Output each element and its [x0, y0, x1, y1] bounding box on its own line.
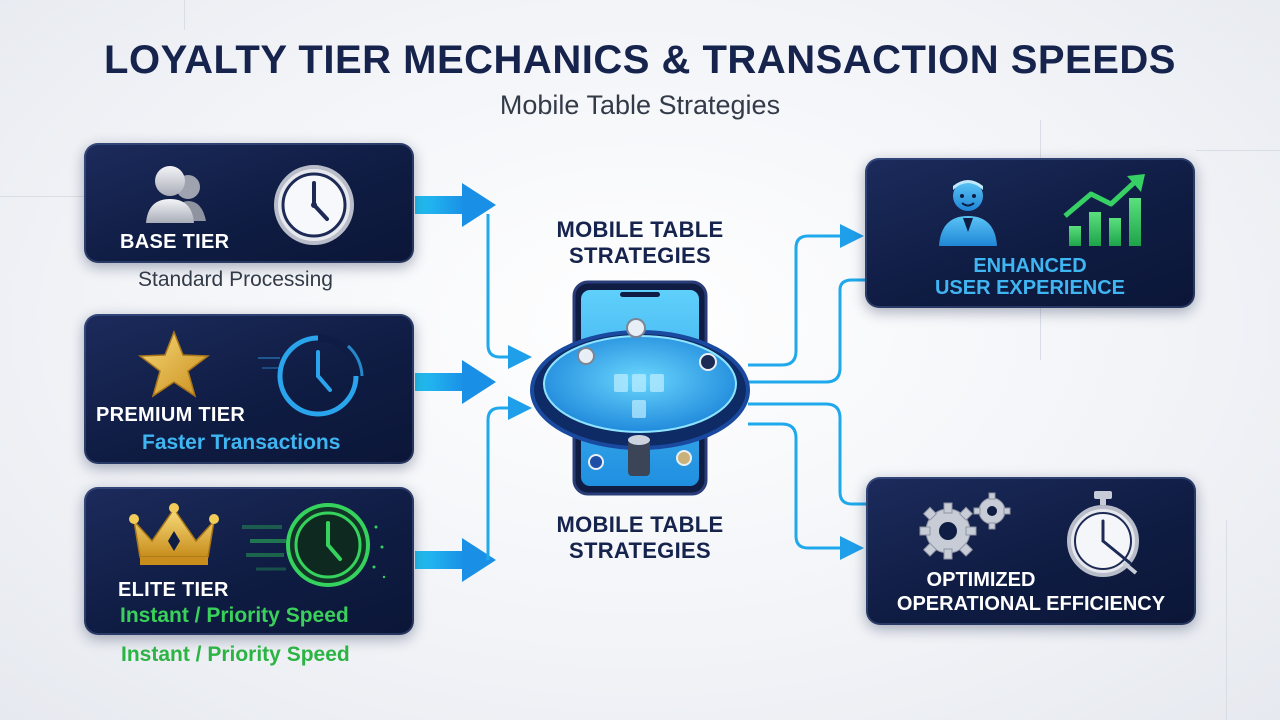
user-icon [146, 166, 206, 223]
base-tier-card: BASE TIER [84, 143, 414, 263]
background-line [0, 196, 84, 197]
center-label-bottom: MOBILE TABLE STRATEGIES [556, 512, 724, 563]
growth-chart-icon [1063, 174, 1145, 246]
center-to-enhanced-line-2 [748, 278, 866, 384]
premium-tier-label: PREMIUM TIER [96, 404, 246, 426]
center-to-enhanced-line [748, 224, 864, 367]
gears-icon [919, 492, 1011, 560]
clock-icon [274, 165, 354, 245]
star-icon [138, 330, 210, 398]
background-line [1196, 150, 1280, 151]
premium-tier-arrow [415, 360, 496, 404]
efficiency-line1: OPTIMIZED [926, 569, 1036, 591]
base-tier-label: BASE TIER [120, 231, 230, 253]
page-title: LOYALTY TIER MECHANICS & TRANSACTION SPE… [104, 38, 1176, 82]
elite-tier-caption: Instant / Priority Speed [121, 643, 350, 666]
base-to-center-line [486, 214, 532, 369]
elite-tier-speed: Instant / Priority Speed [120, 604, 349, 627]
elite-tier-label: ELITE TIER [118, 579, 229, 601]
elite-to-center-line [486, 396, 532, 560]
page-subtitle: Mobile Table Strategies [499, 90, 781, 120]
center-to-efficiency-line [748, 402, 866, 506]
base-tier-arrow [415, 183, 496, 227]
elite-tier-arrow [415, 538, 496, 582]
enhanced-ux-card: ENHANCED USER EXPERIENCE [865, 158, 1195, 308]
enhanced-ux-line2: USER EXPERIENCE [934, 277, 1126, 299]
background-line [1226, 520, 1227, 720]
crown-icon [129, 503, 219, 565]
efficiency-line2: OPERATIONAL EFFICIENCY [896, 593, 1166, 615]
elite-clock-icon [242, 503, 386, 587]
premium-tier-card: PREMIUM TIER Faster Transactions [84, 314, 414, 464]
base-tier-caption: Standard Processing [138, 268, 333, 291]
center-to-efficiency-line-2 [748, 422, 864, 560]
phone-poker-table-icon [530, 280, 750, 496]
enhanced-ux-line1: ENHANCED [973, 255, 1087, 277]
elite-tier-card: ELITE TIER Instant / Priority Speed [84, 487, 414, 635]
background-line [184, 0, 185, 30]
support-agent-icon [939, 180, 997, 246]
fast-clock-icon [258, 334, 364, 417]
operational-efficiency-card: OPTIMIZED OPERATIONAL EFFICIENCY [866, 477, 1196, 625]
premium-tier-speed: Faster Transactions [142, 431, 341, 454]
center-label-top: MOBILE TABLE STRATEGIES [556, 217, 724, 268]
stopwatch-icon [1067, 491, 1139, 577]
